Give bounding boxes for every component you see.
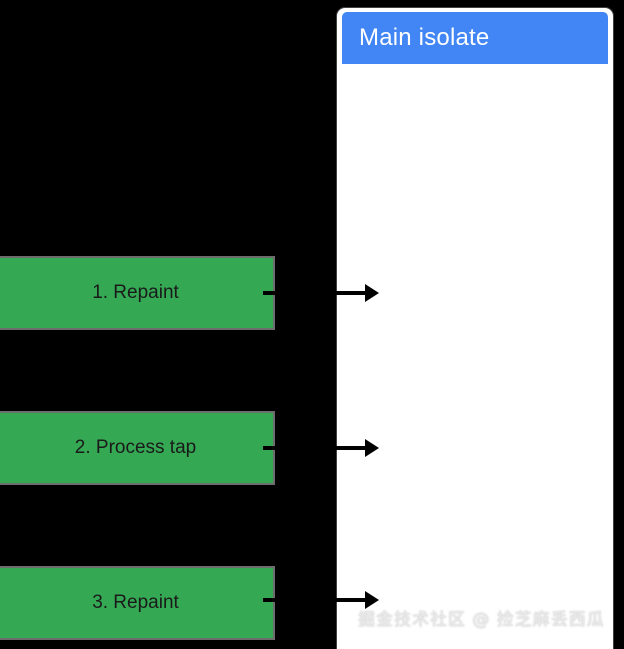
step-box-process-tap-label: 2. Process tap (74, 437, 197, 458)
main-isolate-header: Main isolate (342, 12, 608, 64)
arrow-step2-to-tap-handler (263, 439, 379, 457)
step-box-process-tap: 2. Process tap (0, 413, 273, 483)
watermark-text: 掘金技术社区 @ 捡芝麻丢西瓜 (358, 610, 605, 630)
arrow-step3-to-painting (263, 591, 379, 609)
step-box-repaint-3: 3. Repaint (0, 568, 273, 638)
main-isolate-title: Main isolate (359, 24, 490, 51)
step-box-repaint-1-label: 1. Repaint (92, 282, 179, 303)
step-box-repaint-1: 1. Repaint (0, 258, 273, 328)
step-box-repaint-3-label: 3. Repaint (92, 592, 179, 613)
arrow-step1-to-painting (263, 284, 379, 302)
main-isolate-card: Main isolate main( ) Painting Tap handle… (337, 8, 613, 649)
